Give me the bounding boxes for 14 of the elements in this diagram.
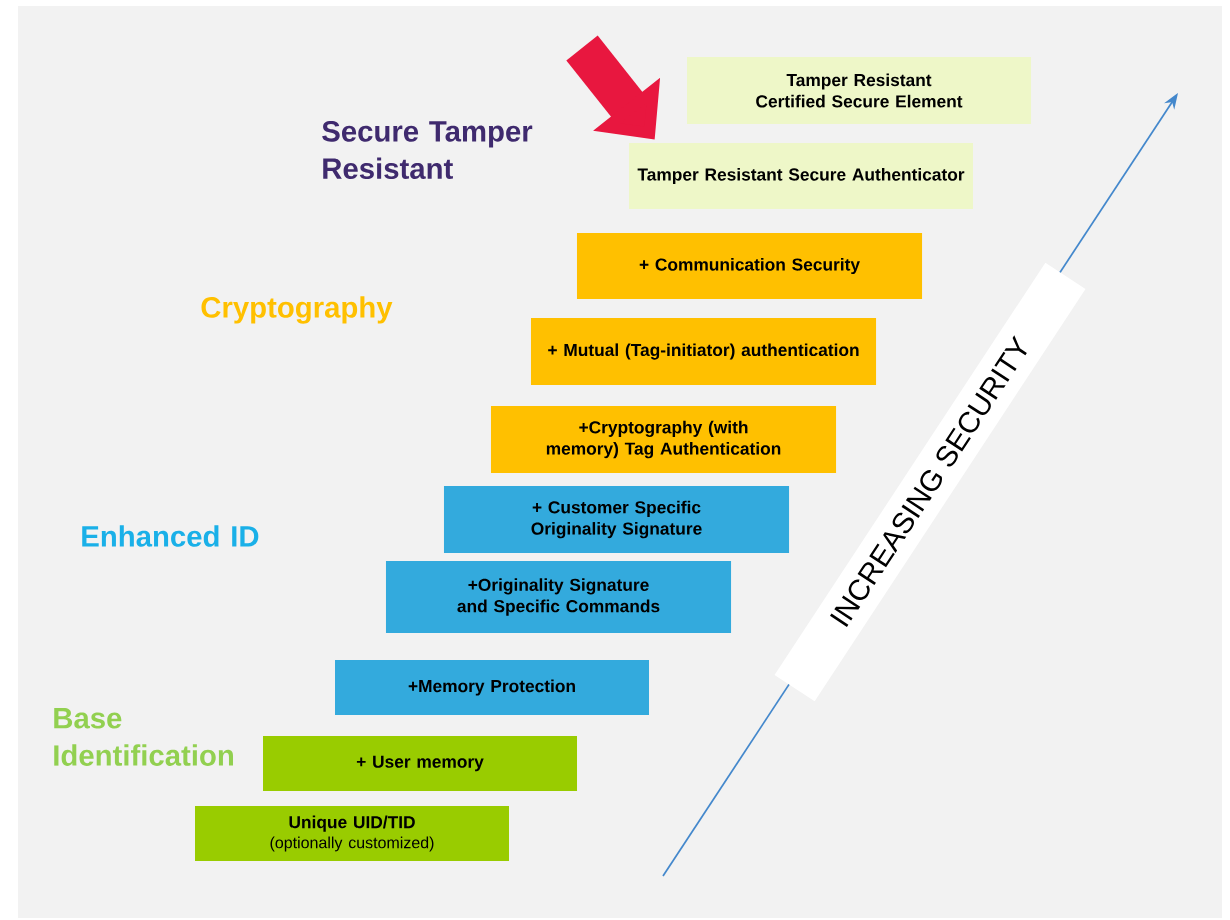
category-label: Base Identification — [54, 708, 233, 766]
level-box: Unique UID/TID (optionally customized) — [195, 806, 509, 861]
level-box: +Originality Signature and Specific Commands — [385, 561, 732, 633]
level-box: + Customer Specific Originality Signature — [443, 486, 790, 553]
level-box: Tamper Resistant Secure Authenticator — [629, 143, 973, 209]
level-box: + User memory — [263, 736, 577, 791]
category-label: Cryptography — [201, 296, 393, 324]
category-label: Secure Tamper Resistant — [322, 120, 533, 180]
level-box: + Mutual (Tag-initiator) authentication — [531, 318, 877, 385]
level-box: +Memory Protection — [335, 660, 649, 715]
level-box: Tamper Resistant Certified Secure Element — [687, 57, 1031, 124]
level-box: + Communication Security — [577, 233, 923, 299]
level-box: +Cryptography (with memory) Tag Authentication — [491, 406, 837, 473]
category-label: Enhanced ID — [82, 525, 259, 547]
